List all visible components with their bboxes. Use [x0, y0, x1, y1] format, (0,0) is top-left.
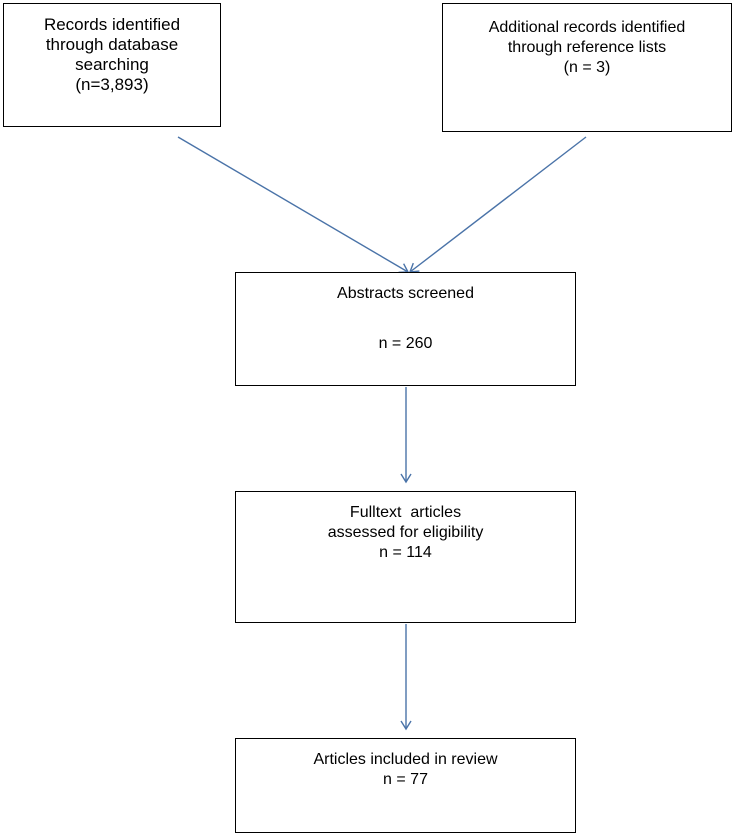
arrow-database-to-abstracts	[177, 136, 410, 273]
box-count: (n=3,893)	[75, 75, 149, 94]
box-text: through reference lists	[507, 39, 667, 56]
box-text: through database	[45, 35, 179, 54]
fulltext-assessed-box: Fulltext articles assessed for eligibili…	[235, 491, 576, 623]
box-text: Abstracts screened	[337, 285, 474, 302]
articles-included-box: Articles included in review n = 77	[235, 738, 576, 833]
records-reference-box: Additional records identified through re…	[442, 3, 732, 132]
box-count: (n = 3)	[563, 59, 611, 76]
box-count: n = 77	[383, 771, 428, 788]
box-count: n = 260	[378, 335, 433, 352]
box-text: Records identified	[43, 15, 181, 34]
box-text: Additional records identified	[488, 19, 686, 36]
arrow-reference-to-abstracts	[408, 136, 587, 273]
box-text: Fulltext articles	[349, 504, 462, 521]
box-text: assessed for eligibility	[327, 524, 484, 541]
abstracts-screened-box: Abstracts screened n = 260	[235, 272, 576, 386]
box-count: n = 114	[379, 544, 432, 561]
records-database-box: Records identified through database sear…	[3, 3, 221, 127]
box-text: Articles included in review	[313, 751, 498, 768]
box-text: searching	[75, 55, 149, 74]
